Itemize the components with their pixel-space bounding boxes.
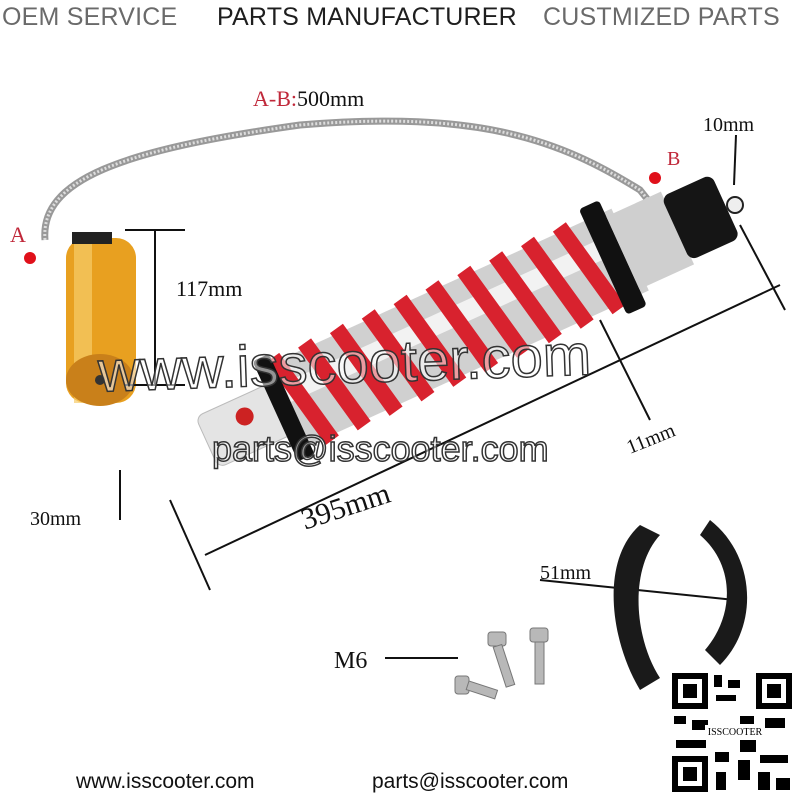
footer-website: www.isscooter.com [76, 770, 255, 793]
point-a-label: A [10, 222, 26, 247]
footer-email: parts@isscooter.com [372, 770, 569, 793]
point-b-label: B [667, 148, 681, 170]
header-parts-manufacturer: PARTS MANUFACTURER [217, 3, 517, 31]
mount-eye [726, 196, 744, 214]
eye-bottom-label: 30mm [30, 508, 82, 530]
spanner-wrench-right [700, 520, 748, 665]
header-customized-parts: CUSTMIZED PARTS [543, 3, 780, 31]
spanner-wrench [613, 525, 660, 690]
reservoir-length-label: 117mm [176, 276, 243, 301]
ab-length-label: A-B:500mm [253, 86, 364, 112]
braided-hose-texture [43, 119, 662, 241]
m6-bolts [454, 627, 549, 700]
bolt-size-label: M6 [334, 648, 368, 674]
marker-a-dot [24, 252, 36, 264]
shock-body [197, 176, 738, 466]
header-oem-service: OEM SERVICE [2, 3, 178, 31]
spring [266, 222, 626, 445]
qr-code: ISSCOOTER [668, 670, 796, 795]
wrench-size-label: 51mm [540, 562, 592, 584]
reservoir [66, 232, 136, 406]
marker-b-dot [649, 172, 661, 184]
ab-length-value: 500mm [297, 86, 365, 111]
ab-prefix: A-B: [253, 86, 297, 111]
braided-hose [41, 117, 663, 241]
eye-top-label: 10mm [703, 114, 755, 136]
qr-label: ISSCOOTER [708, 727, 763, 738]
watermark-email: parts@isscooter.com [211, 427, 549, 470]
